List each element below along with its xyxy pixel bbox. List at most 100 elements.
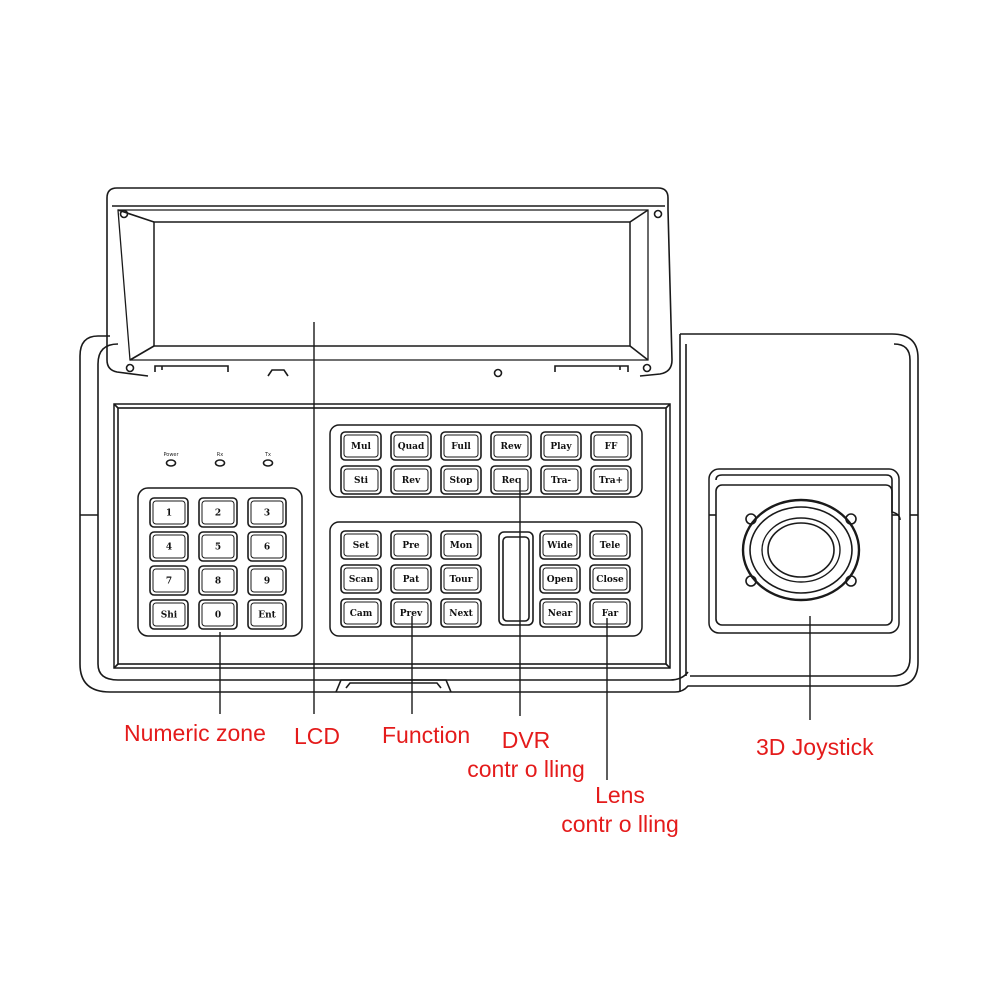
numeric-key[interactable]: 8 bbox=[198, 565, 238, 596]
key-cap-face bbox=[493, 434, 529, 458]
key-cap-outline bbox=[390, 431, 432, 461]
dvr-key[interactable]: Full bbox=[440, 431, 482, 461]
function-key[interactable]: Pre bbox=[390, 530, 432, 560]
key-cap-outline bbox=[440, 598, 482, 628]
dvr-key[interactable]: Tra- bbox=[540, 465, 582, 495]
key-cap-face bbox=[250, 602, 284, 627]
function-label: Function bbox=[382, 722, 471, 748]
key-label: Tra+ bbox=[599, 476, 623, 486]
function-lens-zone bbox=[329, 521, 643, 637]
key-cap-face bbox=[343, 468, 379, 492]
numeric-key[interactable]: 6 bbox=[247, 531, 287, 562]
key-cap-outline bbox=[590, 431, 632, 461]
dvr-key[interactable]: FF bbox=[590, 431, 632, 461]
lens-key[interactable]: Tele bbox=[589, 530, 631, 560]
key-cap-face bbox=[543, 468, 579, 492]
function-key[interactable]: Prev bbox=[390, 598, 432, 628]
key-cap-face bbox=[592, 601, 628, 625]
key-cap-face bbox=[201, 500, 235, 525]
lens-key[interactable]: Open bbox=[539, 564, 581, 594]
key-cap-outline bbox=[440, 564, 482, 594]
dvr-key[interactable]: Quad bbox=[390, 431, 432, 461]
key-cap-outline bbox=[149, 565, 189, 596]
key-cap-face bbox=[250, 534, 284, 559]
dvr-key[interactable]: Stop bbox=[440, 465, 482, 495]
key-cap-face bbox=[152, 500, 186, 525]
function-key[interactable]: Next bbox=[440, 598, 482, 628]
numeric-key[interactable]: 9 bbox=[247, 565, 287, 596]
key-cap-face bbox=[542, 567, 578, 591]
key-cap-face bbox=[152, 568, 186, 593]
key-cap-face bbox=[443, 567, 479, 591]
function-key[interactable]: Scan bbox=[340, 564, 382, 594]
function-key[interactable]: Cam bbox=[340, 598, 382, 628]
key-cap-face bbox=[493, 468, 529, 492]
key-label: 7 bbox=[166, 577, 172, 587]
numeric-key[interactable]: 5 bbox=[198, 531, 238, 562]
key-cap-face bbox=[593, 434, 629, 458]
key-label: 3 bbox=[264, 509, 270, 519]
leader-lines bbox=[219, 322, 811, 780]
key-label: Cam bbox=[350, 609, 373, 619]
numeric-key[interactable]: Ent bbox=[247, 599, 287, 630]
lens-key[interactable]: Close bbox=[589, 564, 631, 594]
dvr-key[interactable]: Tra+ bbox=[590, 465, 632, 495]
lens-key[interactable]: Near bbox=[539, 598, 581, 628]
dvr-key[interactable]: Play bbox=[540, 431, 582, 461]
key-label: Wide bbox=[546, 541, 573, 551]
key-label: Scan bbox=[349, 575, 374, 585]
dvr-key[interactable]: Mul bbox=[340, 431, 382, 461]
key-cap-outline bbox=[149, 531, 189, 562]
key-label: 8 bbox=[215, 577, 221, 587]
key-cap-outline bbox=[539, 564, 581, 594]
key-cap-outline bbox=[340, 431, 382, 461]
dvr-key[interactable]: Sti bbox=[340, 465, 382, 495]
function-key[interactable]: Pat bbox=[390, 564, 432, 594]
dvr-key[interactable]: Rew bbox=[490, 431, 532, 461]
key-cap-face bbox=[152, 534, 186, 559]
numeric-key[interactable]: 4 bbox=[149, 531, 189, 562]
lens-key[interactable]: Wide bbox=[539, 530, 581, 560]
dvr-label-line2: contr o lling bbox=[467, 756, 585, 782]
function-key[interactable]: Set bbox=[340, 530, 382, 560]
function-key[interactable]: Tour bbox=[440, 564, 482, 594]
key-cap-outline bbox=[589, 598, 631, 628]
key-label: Mon bbox=[450, 541, 473, 551]
key-label: 5 bbox=[215, 543, 221, 553]
numeric-key[interactable]: 1 bbox=[149, 497, 189, 528]
key-label: 9 bbox=[264, 577, 270, 587]
key-label: Rew bbox=[501, 442, 522, 452]
key-cap-outline bbox=[589, 564, 631, 594]
key-label: Set bbox=[353, 541, 370, 551]
key-label: Open bbox=[547, 575, 574, 585]
key-cap-face bbox=[250, 500, 284, 525]
key-cap-outline bbox=[590, 465, 632, 495]
joystick-knob-icon[interactable] bbox=[761, 517, 841, 583]
key-label: 2 bbox=[215, 509, 221, 519]
numeric-key[interactable]: 7 bbox=[149, 565, 189, 596]
key-cap-face bbox=[393, 434, 429, 458]
key-cap-outline bbox=[247, 599, 287, 630]
key-cap-outline bbox=[540, 431, 582, 461]
key-label: Close bbox=[596, 575, 624, 585]
numeric-key[interactable]: 0 bbox=[198, 599, 238, 630]
key-label: Sti bbox=[354, 476, 369, 486]
numeric-key[interactable]: 3 bbox=[247, 497, 287, 528]
numeric-key[interactable]: Shi bbox=[149, 599, 189, 630]
lens-key[interactable]: Far bbox=[589, 598, 631, 628]
key-label: Rec bbox=[502, 476, 521, 486]
dvr-key[interactable]: Rec bbox=[490, 465, 532, 495]
dvr-key[interactable]: Rev bbox=[390, 465, 432, 495]
led-label: Tx bbox=[264, 452, 271, 458]
numeric-key[interactable]: 2 bbox=[198, 497, 238, 528]
key-cap-outline bbox=[198, 531, 238, 562]
key-cap-face bbox=[201, 602, 235, 627]
key-cap-face bbox=[592, 567, 628, 591]
key-cap-face bbox=[201, 534, 235, 559]
key-cap-outline bbox=[198, 565, 238, 596]
led-label: Rx bbox=[217, 452, 223, 458]
key-cap-outline bbox=[440, 431, 482, 461]
function-key[interactable]: Mon bbox=[440, 530, 482, 560]
key-label: 6 bbox=[264, 543, 270, 553]
